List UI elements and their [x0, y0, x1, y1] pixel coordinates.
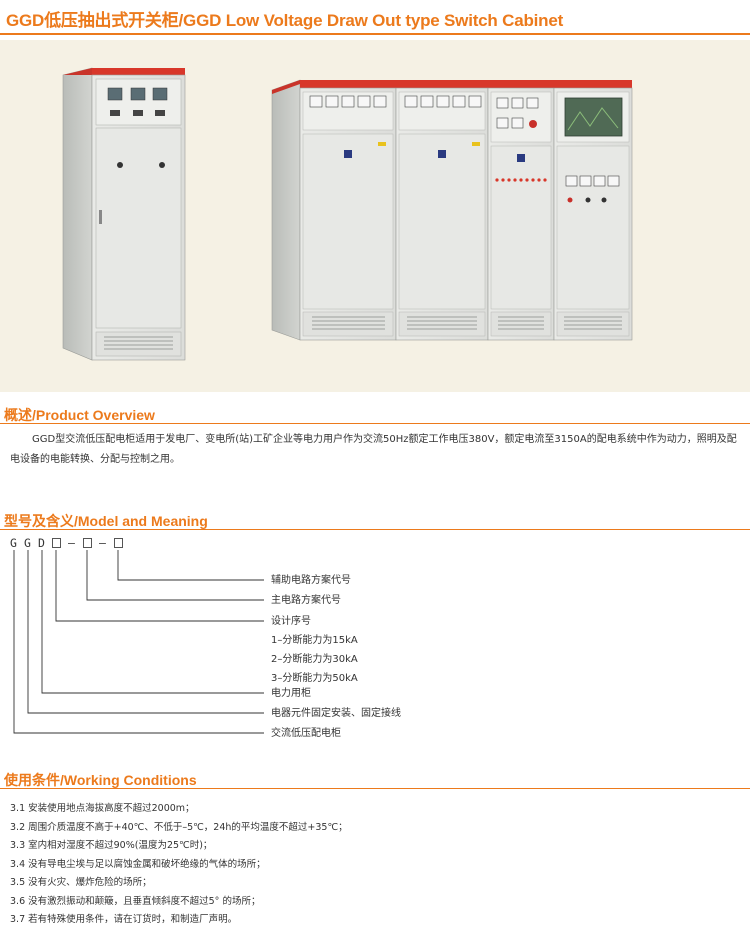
overview-heading: 概述/Product Overview — [4, 407, 155, 423]
product-photo — [0, 40, 750, 392]
model-label-power-cabinet: 电力用柜 — [271, 688, 311, 699]
list-item: 3.2 周围介质温度不高于+40℃、不低于–5℃，24h的平均温度不超过+35℃… — [10, 821, 348, 833]
model-label-capacity-1: 1–分断能力为15kA — [271, 635, 358, 646]
model-code-box-2 — [83, 538, 92, 548]
title-divider — [0, 33, 750, 35]
model-leader-lines — [13, 550, 264, 734]
model-label-design-no: 设计序号 — [271, 616, 311, 627]
overview-divider — [0, 423, 750, 424]
model-code-box-3 — [114, 538, 123, 548]
model-code-char-1: G — [10, 536, 17, 550]
cabinet-illustration — [62, 67, 633, 361]
single-cabinet — [62, 67, 186, 361]
conditions-divider — [0, 788, 750, 789]
model-label-main-circuit: 主电路方案代号 — [271, 595, 341, 606]
list-item: 3.7 若有特殊使用条件，请在订货时，和制造厂声明。 — [10, 914, 238, 925]
conditions-heading: 使用条件/Working Conditions — [4, 772, 197, 788]
list-item: 3.3 室内相对湿度不超过90%(温度为25℃时)； — [10, 840, 213, 851]
overview-text: GGD型交流低压配电柜适用于发电厂、变电所(站)工矿企业等电力用户作为交流50H… — [10, 434, 737, 465]
model-code-box-1 — [52, 538, 61, 548]
model-divider — [0, 529, 750, 530]
list-item: 3.4 没有导电尘埃与足以腐蚀金属和破坏绝缘的气体的场所； — [10, 858, 266, 870]
model-label-aux-circuit: 辅助电路方案代号 — [271, 575, 351, 586]
list-item: 3.5 没有火灾、爆炸危险的场所； — [10, 877, 152, 888]
model-code-dash-1: – — [68, 536, 75, 550]
page-title: GGD低压抽出式开关柜/GGD Low Voltage Draw Out typ… — [6, 11, 564, 30]
model-label-capacity-3: 3–分断能力为50kA — [271, 673, 358, 684]
model-code-char-2: G — [24, 536, 31, 550]
model-code-char-3: D — [38, 536, 45, 550]
list-item: 3.1 安装使用地点海拔高度不超过2000m； — [10, 803, 195, 814]
model-heading: 型号及含义/Model and Meaning — [4, 513, 208, 529]
model-label-ac-lv-cabinet: 交流低压配电柜 — [271, 728, 341, 739]
model-label-capacity-2: 2–分断能力为30kA — [271, 654, 358, 665]
model-label-fixed-install: 电器元件固定安装、固定接线 — [271, 708, 401, 719]
title-bar: GGD低压抽出式开关柜/GGD Low Voltage Draw Out typ… — [0, 0, 750, 38]
conditions-list: 3.1 安装使用地点海拔高度不超过2000m； 3.2 周围介质温度不高于+40… — [10, 800, 740, 930]
list-item: 3.6 没有激烈振动和颠簸，且垂直倾斜度不超过5° 的场所； — [10, 895, 261, 907]
cabinet-row — [271, 79, 633, 341]
model-diagram: 辅助电路方案代号 主电路方案代号 设计序号 1–分断能力为15kA 2–分断能力… — [0, 550, 750, 750]
model-code-dash-2: – — [99, 536, 106, 550]
